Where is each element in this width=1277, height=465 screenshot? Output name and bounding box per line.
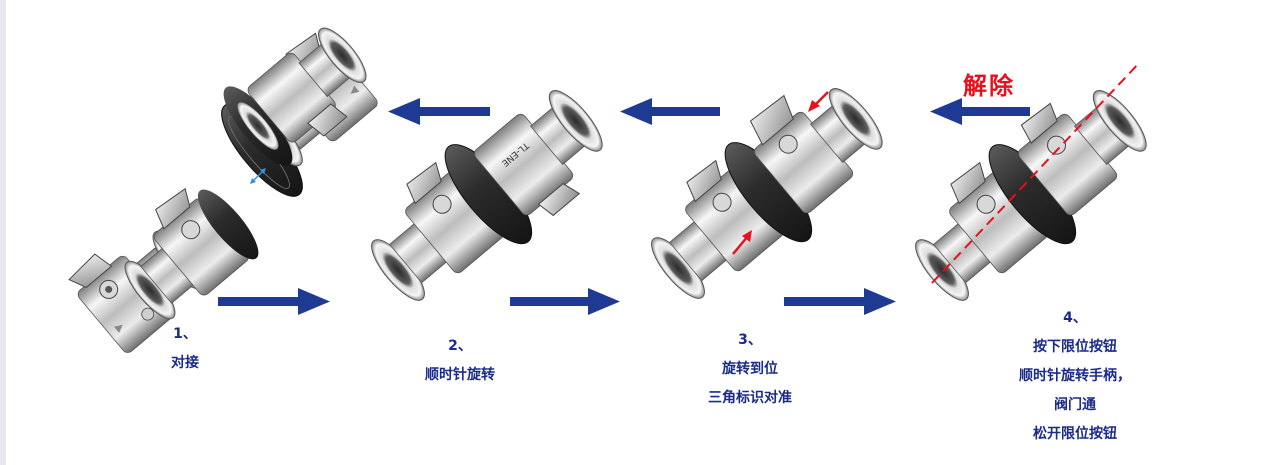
step-1-label: 1、 对接 <box>150 320 220 378</box>
step4-valve <box>915 61 1147 301</box>
step-text: 旋转到位 <box>722 361 778 377</box>
arrow-right-icon <box>784 288 896 315</box>
arrow-right-icon <box>218 288 330 315</box>
step-number: 2、 <box>448 338 472 354</box>
step-text: 顺时针旋转手柄， <box>1019 368 1131 384</box>
step-4-label: 4、 按下限位按钮 顺时针旋转手柄， 阀门通 松开限位按钮 <box>995 304 1155 449</box>
alignment-line-icon <box>931 61 1141 284</box>
step1-valve <box>63 27 381 356</box>
step-text: 顺时针旋转 <box>425 367 495 383</box>
arrow-left-icon <box>620 98 720 125</box>
step-number: 1、 <box>173 326 197 342</box>
release-label: 解除 <box>963 72 1015 100</box>
step-text: 对接 <box>171 355 199 371</box>
step2-valve: TL-ENE <box>371 90 603 301</box>
step-text: 三角标识对准 <box>708 390 792 406</box>
arrow-left-icon <box>930 98 1030 125</box>
step-3-label: 3、 旋转到位 三角标识对准 <box>680 326 820 413</box>
left-border <box>0 0 6 465</box>
arrow-left-icon <box>388 98 490 125</box>
rotate-arrow-icon <box>732 91 829 255</box>
step3-valve <box>651 88 883 299</box>
arrow-right-icon <box>510 288 620 315</box>
step-number: 3、 <box>738 332 762 348</box>
step-2-label: 2、 顺时针旋转 <box>400 332 520 390</box>
step-text: 阀门通 <box>1054 397 1096 413</box>
step-number: 4、 <box>1063 310 1087 326</box>
step-text: 按下限位按钮 <box>1033 339 1117 355</box>
docking-indicator-icon <box>250 168 266 184</box>
step-text: 松开限位按钮 <box>1033 426 1117 442</box>
